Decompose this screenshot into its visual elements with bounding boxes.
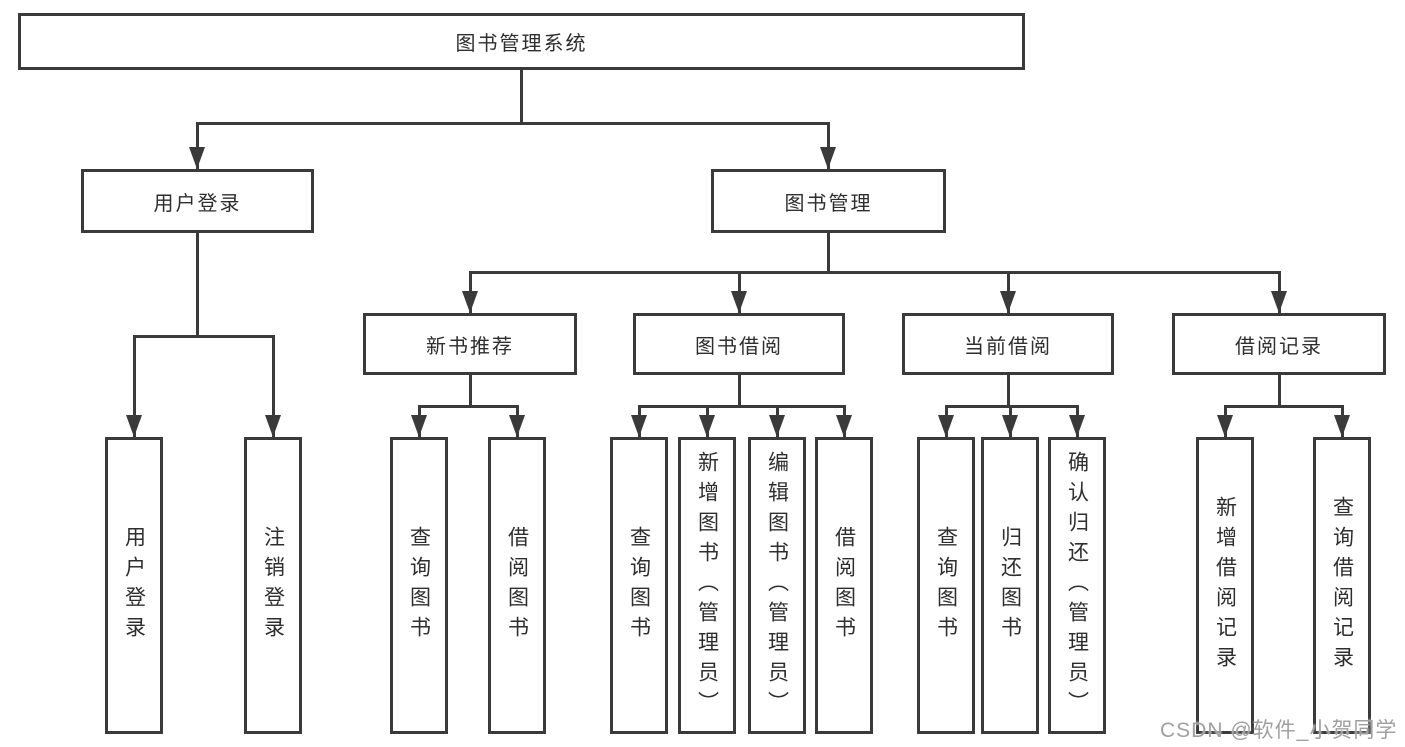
leaf-rec-borrow-books-label: 借阅图书 xyxy=(505,525,529,646)
leaf-bb-edit-books: 编辑图书（管理员） xyxy=(748,437,806,734)
arrowhead-g1-2 xyxy=(769,415,785,437)
leaf-br-add-record-label: 新增借阅记录 xyxy=(1213,495,1237,676)
connector-g0-trunk xyxy=(469,375,472,405)
node-user-login: 用户登录 xyxy=(81,169,314,233)
arrowhead-user-login xyxy=(189,147,205,169)
connector-g1-bar xyxy=(638,405,845,408)
leaf-cb-confirm-return-label: 确认归还（管理员） xyxy=(1065,450,1089,721)
csdn-watermark: CSDN @软件_小贺同学 xyxy=(1160,719,1398,742)
connector-mgmt-trunk xyxy=(827,233,830,271)
arrowhead-leaf-logout xyxy=(265,415,281,437)
arrowhead-g0-1 xyxy=(509,415,525,437)
connector-login-bar xyxy=(133,335,275,338)
leaf-rec-query-books: 查询图书 xyxy=(390,437,448,734)
leaf-br-add-record: 新增借阅记录 xyxy=(1196,437,1254,734)
arrowhead-book-mgmt xyxy=(820,147,836,169)
node-root: 图书管理系统 xyxy=(18,13,1025,70)
leaf-logout-label: 注销登录 xyxy=(261,525,285,646)
arrowhead-new-book xyxy=(462,291,478,313)
leaf-cb-return-books-label: 归还图书 xyxy=(998,525,1022,646)
node-book-mgmt-label: 图书管理 xyxy=(784,192,873,215)
connector-root-trunk xyxy=(520,70,523,122)
leaf-cb-confirm-return: 确认归还（管理员） xyxy=(1048,437,1106,734)
leaf-user-login-label: 用户登录 xyxy=(122,525,146,646)
leaf-user-login: 用户登录 xyxy=(105,437,163,734)
connector-login-trunk xyxy=(196,233,199,335)
node-borrow-records: 借阅记录 xyxy=(1172,313,1386,375)
connector-drop-user-login xyxy=(196,122,199,169)
node-current-borrow-label: 当前借阅 xyxy=(964,335,1052,358)
arrowhead-g3-0 xyxy=(1217,415,1233,437)
node-user-login-label: 用户登录 xyxy=(153,192,242,215)
connector-g1-trunk xyxy=(738,375,741,405)
leaf-bb-borrow-books: 借阅图书 xyxy=(815,437,873,734)
node-new-book-rec-label: 新书推荐 xyxy=(426,335,514,358)
connector-drop-leaf-logout xyxy=(272,335,275,437)
leaf-br-query-record: 查询借阅记录 xyxy=(1313,437,1371,734)
arrowhead-book-borrow xyxy=(731,291,747,313)
node-borrow-records-label: 借阅记录 xyxy=(1235,335,1323,358)
arrowhead-current-borrow xyxy=(1000,291,1016,313)
node-new-book-rec: 新书推荐 xyxy=(363,313,577,375)
arrowhead-g2-2 xyxy=(1069,415,1085,437)
arrowhead-g0-0 xyxy=(411,415,427,437)
leaf-br-query-record-label: 查询借阅记录 xyxy=(1330,495,1354,676)
leaf-logout: 注销登录 xyxy=(244,437,302,734)
connector-g3-bar xyxy=(1224,405,1343,408)
leaf-bb-edit-books-label: 编辑图书（管理员） xyxy=(765,450,789,721)
arrowhead-g1-1 xyxy=(699,415,715,437)
arrowhead-g1-3 xyxy=(836,415,852,437)
leaf-bb-add-books-label: 新增图书（管理员） xyxy=(695,450,719,721)
arrowhead-leaf-login xyxy=(126,415,142,437)
leaf-cb-return-books: 归还图书 xyxy=(981,437,1039,734)
leaf-bb-query-books: 查询图书 xyxy=(610,437,668,734)
connector-mgmt-bar xyxy=(469,271,1281,274)
arrowhead-borrow-records xyxy=(1271,291,1287,313)
arrowhead-g2-1 xyxy=(1002,415,1018,437)
arrowhead-g2-0 xyxy=(938,415,954,437)
connector-g2-trunk xyxy=(1007,375,1010,405)
node-book-borrow: 图书借阅 xyxy=(633,313,845,375)
node-book-borrow-label: 图书借阅 xyxy=(695,335,783,358)
node-root-label: 图书管理系统 xyxy=(455,33,588,55)
connector-g0-bar xyxy=(418,405,518,408)
leaf-bb-query-books-label: 查询图书 xyxy=(627,525,651,646)
leaf-bb-add-books: 新增图书（管理员） xyxy=(678,437,736,734)
connector-drop-leaf-login xyxy=(133,335,136,437)
arrowhead-g3-1 xyxy=(1334,415,1350,437)
leaf-cb-query-books: 查询图书 xyxy=(917,437,975,734)
connector-drop-book-mgmt xyxy=(827,122,830,169)
node-current-borrow: 当前借阅 xyxy=(902,313,1114,375)
leaf-bb-borrow-books-label: 借阅图书 xyxy=(832,525,856,646)
connector-root-bar xyxy=(196,122,830,125)
leaf-rec-borrow-books: 借阅图书 xyxy=(488,437,546,734)
node-book-mgmt: 图书管理 xyxy=(711,169,946,233)
connector-g3-trunk xyxy=(1278,375,1281,405)
leaf-cb-query-books-label: 查询图书 xyxy=(934,525,958,646)
arrowhead-g1-0 xyxy=(631,415,647,437)
leaf-rec-query-books-label: 查询图书 xyxy=(407,525,431,646)
